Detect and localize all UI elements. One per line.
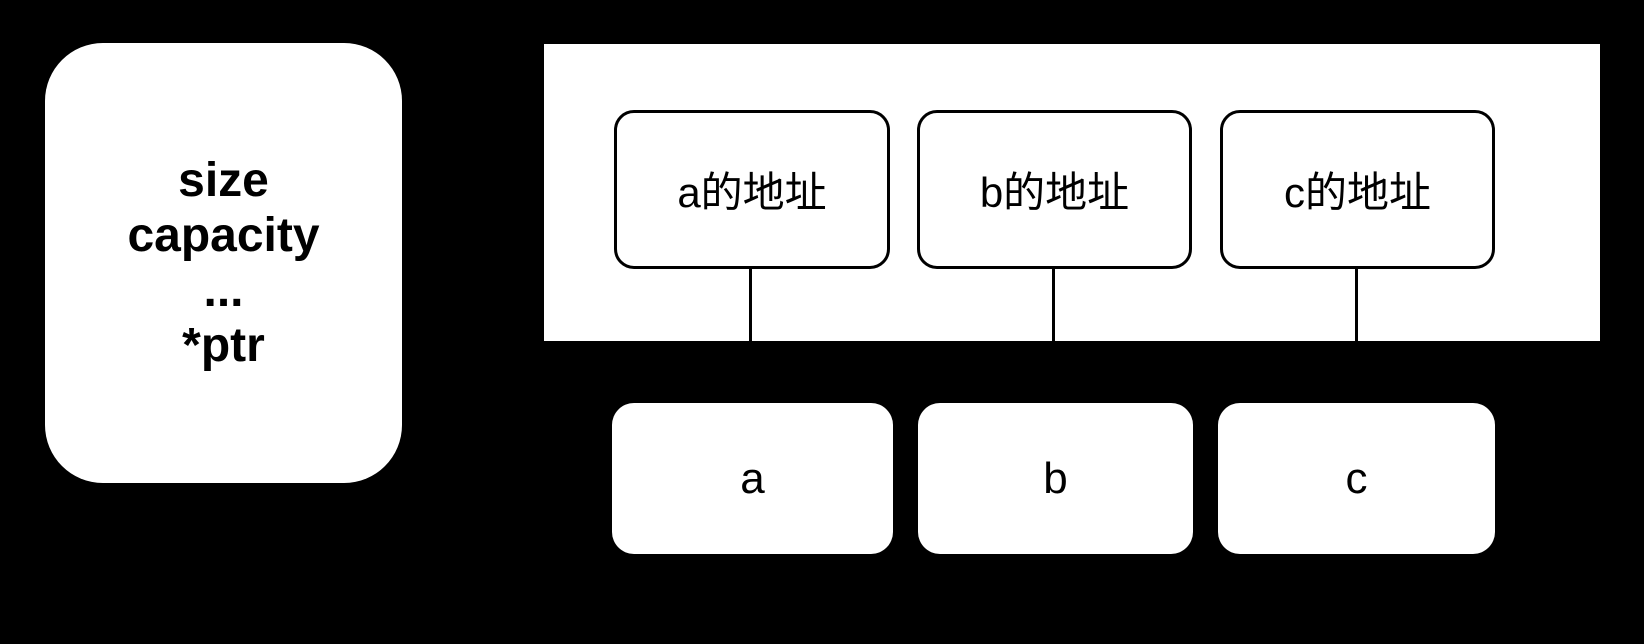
struct-field-capacity: capacity	[127, 209, 320, 262]
address-label-a: a的地址	[677, 169, 827, 216]
address-label-c: c的地址	[1283, 169, 1431, 216]
value-box-b: b	[918, 403, 1193, 554]
struct-field-ellipsis: ...	[203, 264, 244, 317]
connector-line-a	[749, 269, 752, 341]
address-box-c: c的地址	[1220, 110, 1495, 269]
struct-field-size: size	[178, 154, 269, 207]
value-box-a: a	[612, 403, 893, 554]
value-box-c: c	[1218, 403, 1495, 554]
address-label-b: b的地址	[979, 169, 1130, 216]
address-box-b: b的地址	[917, 110, 1192, 269]
value-label-c: c	[1345, 453, 1368, 503]
value-label-a: a	[740, 453, 765, 503]
value-label-b: b	[1043, 453, 1068, 503]
connector-line-c	[1355, 269, 1358, 341]
connector-line-b	[1052, 269, 1055, 341]
address-box-a: a的地址	[614, 110, 890, 269]
struct-field-ptr: *ptr	[182, 319, 265, 372]
struct-fields-box: size capacity ... *ptr	[45, 43, 402, 483]
